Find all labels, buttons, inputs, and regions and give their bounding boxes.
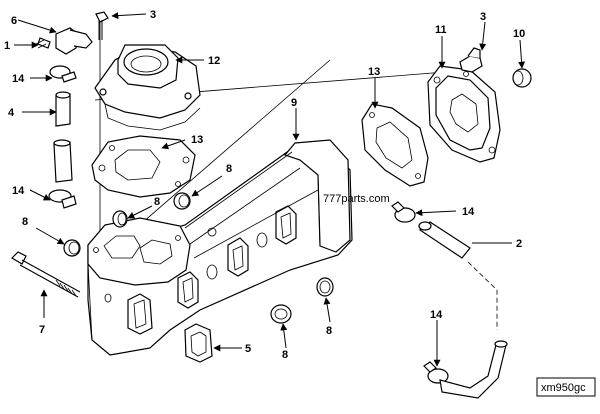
- callout-13-right: 13: [368, 66, 380, 78]
- fitting-part-right: [459, 47, 483, 73]
- stud-bolt-part: [11, 251, 81, 298]
- hose-clamp-right-lower: [423, 361, 449, 384]
- plug-part: [512, 68, 532, 88]
- watermark-text: 777parts.com: [323, 193, 390, 205]
- diagram-code-box: xm950gc: [536, 377, 596, 397]
- callout-14-right-upper: 14: [462, 206, 475, 218]
- callout-numbers: 3 6 1 14 4 14 12 13 8 8 8 7 5 8 8 9 13 1…: [4, 9, 525, 361]
- callout-12: 12: [208, 55, 220, 67]
- callout-3-right: 3: [480, 11, 486, 23]
- callout-11: 11: [435, 24, 447, 36]
- gasket-part-right: [361, 103, 429, 187]
- exhaust-manifold-body: [87, 139, 353, 356]
- callout-14-mid-left: 14: [12, 185, 25, 197]
- hose-clamp-lower-left: [48, 189, 77, 209]
- callout-8-e: 8: [326, 325, 332, 337]
- callout-13-upper: 13: [191, 134, 203, 146]
- callout-7: 7: [39, 324, 45, 336]
- callout-14-top-left: 14: [12, 73, 25, 85]
- hose-elbow-part: [439, 340, 508, 399]
- bolt-part-top: [95, 11, 109, 40]
- hose-part-right: [418, 221, 471, 259]
- callout-5: 5: [245, 343, 251, 355]
- small-gasket-part: [184, 323, 213, 363]
- plug-8-instances: [63, 192, 334, 324]
- callout-10: 10: [513, 28, 525, 40]
- gasket-part-upper: [91, 135, 196, 198]
- end-cover-part: [427, 65, 501, 163]
- callout-3-top: 3: [150, 9, 156, 21]
- callout-8-b: 8: [154, 196, 160, 208]
- callout-14-right-lower: 14: [430, 309, 443, 321]
- callout-8-d: 8: [282, 349, 288, 361]
- callout-1: 1: [4, 40, 10, 52]
- callout-6: 6: [11, 15, 17, 27]
- leader-lines: [14, 12, 526, 367]
- callout-9: 9: [291, 97, 297, 109]
- diagram-code-label: xm950gc: [541, 382, 586, 394]
- hose-part-left: [53, 91, 73, 183]
- callout-4: 4: [8, 107, 15, 119]
- riser-elbow-part: [94, 44, 201, 131]
- hose-clamp-right-upper: [391, 201, 416, 223]
- hose-clamp-upper-left: [49, 65, 77, 83]
- callout-2: 2: [516, 238, 522, 250]
- elbow-fitting-part: [35, 27, 93, 55]
- callout-8-a: 8: [226, 163, 232, 175]
- callout-8-c: 8: [22, 216, 28, 228]
